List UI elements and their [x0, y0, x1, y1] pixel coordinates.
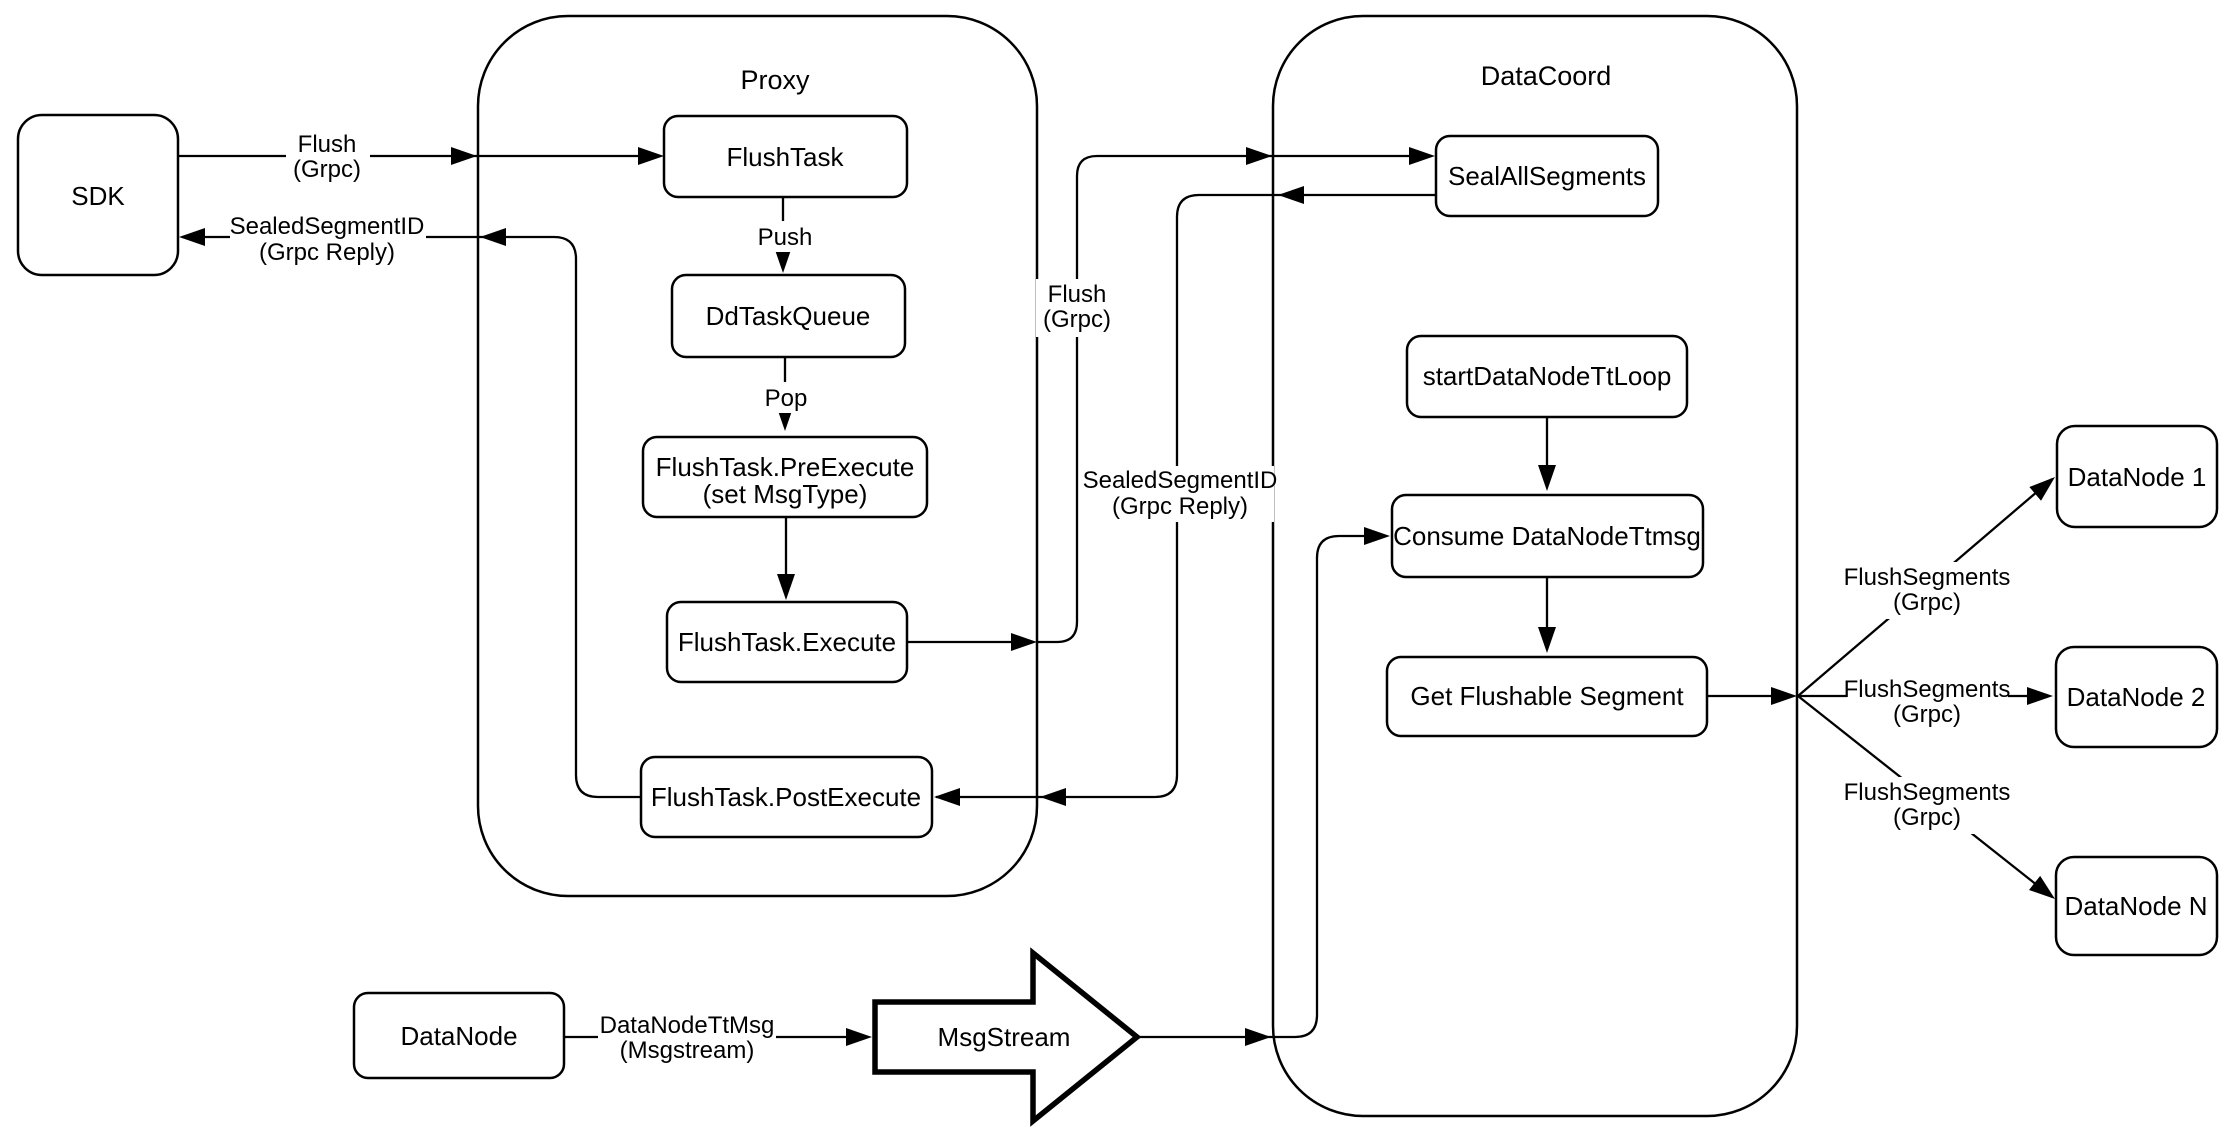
- flush-grpc-sdk-label-line2: (Grpc): [293, 156, 361, 183]
- flushtask-label: FlushTask: [726, 142, 844, 172]
- label-bg: [1036, 279, 1118, 337]
- proxy-title: Proxy: [740, 65, 810, 95]
- label-bg: [286, 129, 370, 185]
- datanode1-node: [2055, 424, 2219, 529]
- datanoden-node: [2054, 855, 2219, 957]
- arrowhead-icon: [179, 228, 205, 246]
- consumedatanodettmsg-node: [1390, 493, 1705, 579]
- sealedsegmentid-dc-label-line1: SealedSegmentID: [1083, 467, 1278, 494]
- preexecute-label-line2: (set MsgType): [703, 479, 868, 509]
- edge-msgstream-to-consume: [1137, 534, 1385, 1039]
- msgstream-arrow-shape: [872, 947, 1142, 1127]
- flushtask-node: [662, 114, 909, 199]
- datanodettmsg-label-line1: DataNodeTtMsg: [600, 1012, 775, 1039]
- getflushablesegment-label: Get Flushable Segment: [1410, 681, 1684, 711]
- flush-grpc-dc-label-line2: (Grpc): [1043, 306, 1111, 333]
- arrowhead-icon: [846, 1028, 872, 1046]
- arrowhead-icon: [1245, 1028, 1271, 1046]
- label-bg: [752, 221, 818, 252]
- sealallsegments-node: [1434, 134, 1660, 218]
- push-label: Push: [758, 224, 813, 251]
- preexecute-node: [641, 435, 929, 519]
- flushsegments2-label-line1: FlushSegments: [1844, 676, 2011, 703]
- execute-node: [665, 600, 909, 684]
- label-bg: [598, 1010, 776, 1066]
- edge-postexecute-to-sdk: [182, 235, 641, 799]
- label-bg: [1847, 777, 2008, 834]
- arrowhead-icon: [1040, 788, 1066, 806]
- msgstream-label: MsgStream: [938, 1022, 1071, 1052]
- datanode1-label: DataNode 1: [2068, 462, 2207, 492]
- edge-to-sealallsegments: [1037, 154, 1430, 644]
- arrowhead-icon: [1278, 186, 1304, 204]
- flushsegmentsn-label-line1: FlushSegments: [1844, 779, 2011, 806]
- arrowhead-icon: [1011, 633, 1037, 651]
- proxy-container: [476, 14, 1039, 898]
- datanode-node: [352, 991, 566, 1080]
- flush-grpc-dc-label-line1: Flush: [1048, 281, 1107, 308]
- datanode2-label: DataNode 2: [2067, 682, 2206, 712]
- sealallsegments-label: SealAllSegments: [1448, 161, 1646, 191]
- ddtaskqueue-node: [670, 273, 907, 359]
- startdatanodettloop-node: [1405, 334, 1689, 419]
- pop-label: Pop: [765, 385, 808, 412]
- postexecute-label: FlushTask.PostExecute: [651, 782, 921, 812]
- arrowhead-icon: [2027, 687, 2053, 705]
- arrowhead-icon: [934, 788, 960, 806]
- datanodettmsg-label-line2: (Msgstream): [620, 1037, 755, 1064]
- arrowhead-icon: [2029, 875, 2055, 899]
- datacoord-container: [1271, 14, 1799, 1118]
- sealedsegmentid-sdk-label-line1: SealedSegmentID: [230, 213, 425, 240]
- sdk-label: SDK: [71, 181, 125, 211]
- flushsegments2-label-line2: (Grpc): [1893, 701, 1961, 728]
- datanoden-label: DataNode N: [2064, 891, 2207, 921]
- label-bg: [1847, 674, 2008, 731]
- arrowhead-icon: [1246, 147, 1272, 165]
- consumedatanodettmsg-label: Consume DataNodeTtmsg: [1393, 521, 1701, 551]
- flushsegments1-label-line2: (Grpc): [1893, 589, 1961, 616]
- label-bg: [758, 382, 816, 413]
- arrowhead-icon: [1409, 147, 1435, 165]
- datanode2-node: [2054, 645, 2219, 749]
- sdk-node: [16, 113, 180, 277]
- preexecute-label-line1: FlushTask.PreExecute: [656, 452, 915, 482]
- execute-label: FlushTask.Execute: [678, 627, 896, 657]
- postexecute-node: [639, 755, 934, 839]
- arrowhead-icon: [774, 247, 792, 273]
- label-bg: [1847, 562, 2008, 619]
- arrowhead-icon: [638, 147, 664, 165]
- arrowhead-icon: [1538, 627, 1556, 653]
- flushsegments1-label-line1: FlushSegments: [1844, 564, 2011, 591]
- getflushablesegment-node: [1385, 655, 1709, 738]
- sealedsegmentid-sdk-label-line2: (Grpc Reply): [259, 239, 395, 266]
- label-bg: [230, 212, 426, 268]
- arrowhead-icon: [1364, 527, 1390, 545]
- flush-grpc-sdk-label-line1: Flush: [298, 131, 357, 158]
- arrowhead-icon: [1538, 465, 1556, 491]
- flushsegmentsn-label-line2: (Grpc): [1893, 804, 1961, 831]
- arrowhead-icon: [451, 147, 477, 165]
- startdatanodettloop-label: startDataNodeTtLoop: [1423, 361, 1672, 391]
- sealedsegmentid-dc-label-line2: (Grpc Reply): [1112, 493, 1248, 520]
- label-bg: [1086, 466, 1274, 522]
- ddtaskqueue-label: DdTaskQueue: [706, 301, 871, 331]
- arrowhead-icon: [2029, 477, 2055, 501]
- datanode-label: DataNode: [400, 1021, 517, 1051]
- arrowhead-icon: [480, 228, 506, 246]
- arrowhead-icon: [777, 574, 795, 600]
- datacoord-title: DataCoord: [1481, 61, 1612, 91]
- arrowhead-icon: [1771, 687, 1797, 705]
